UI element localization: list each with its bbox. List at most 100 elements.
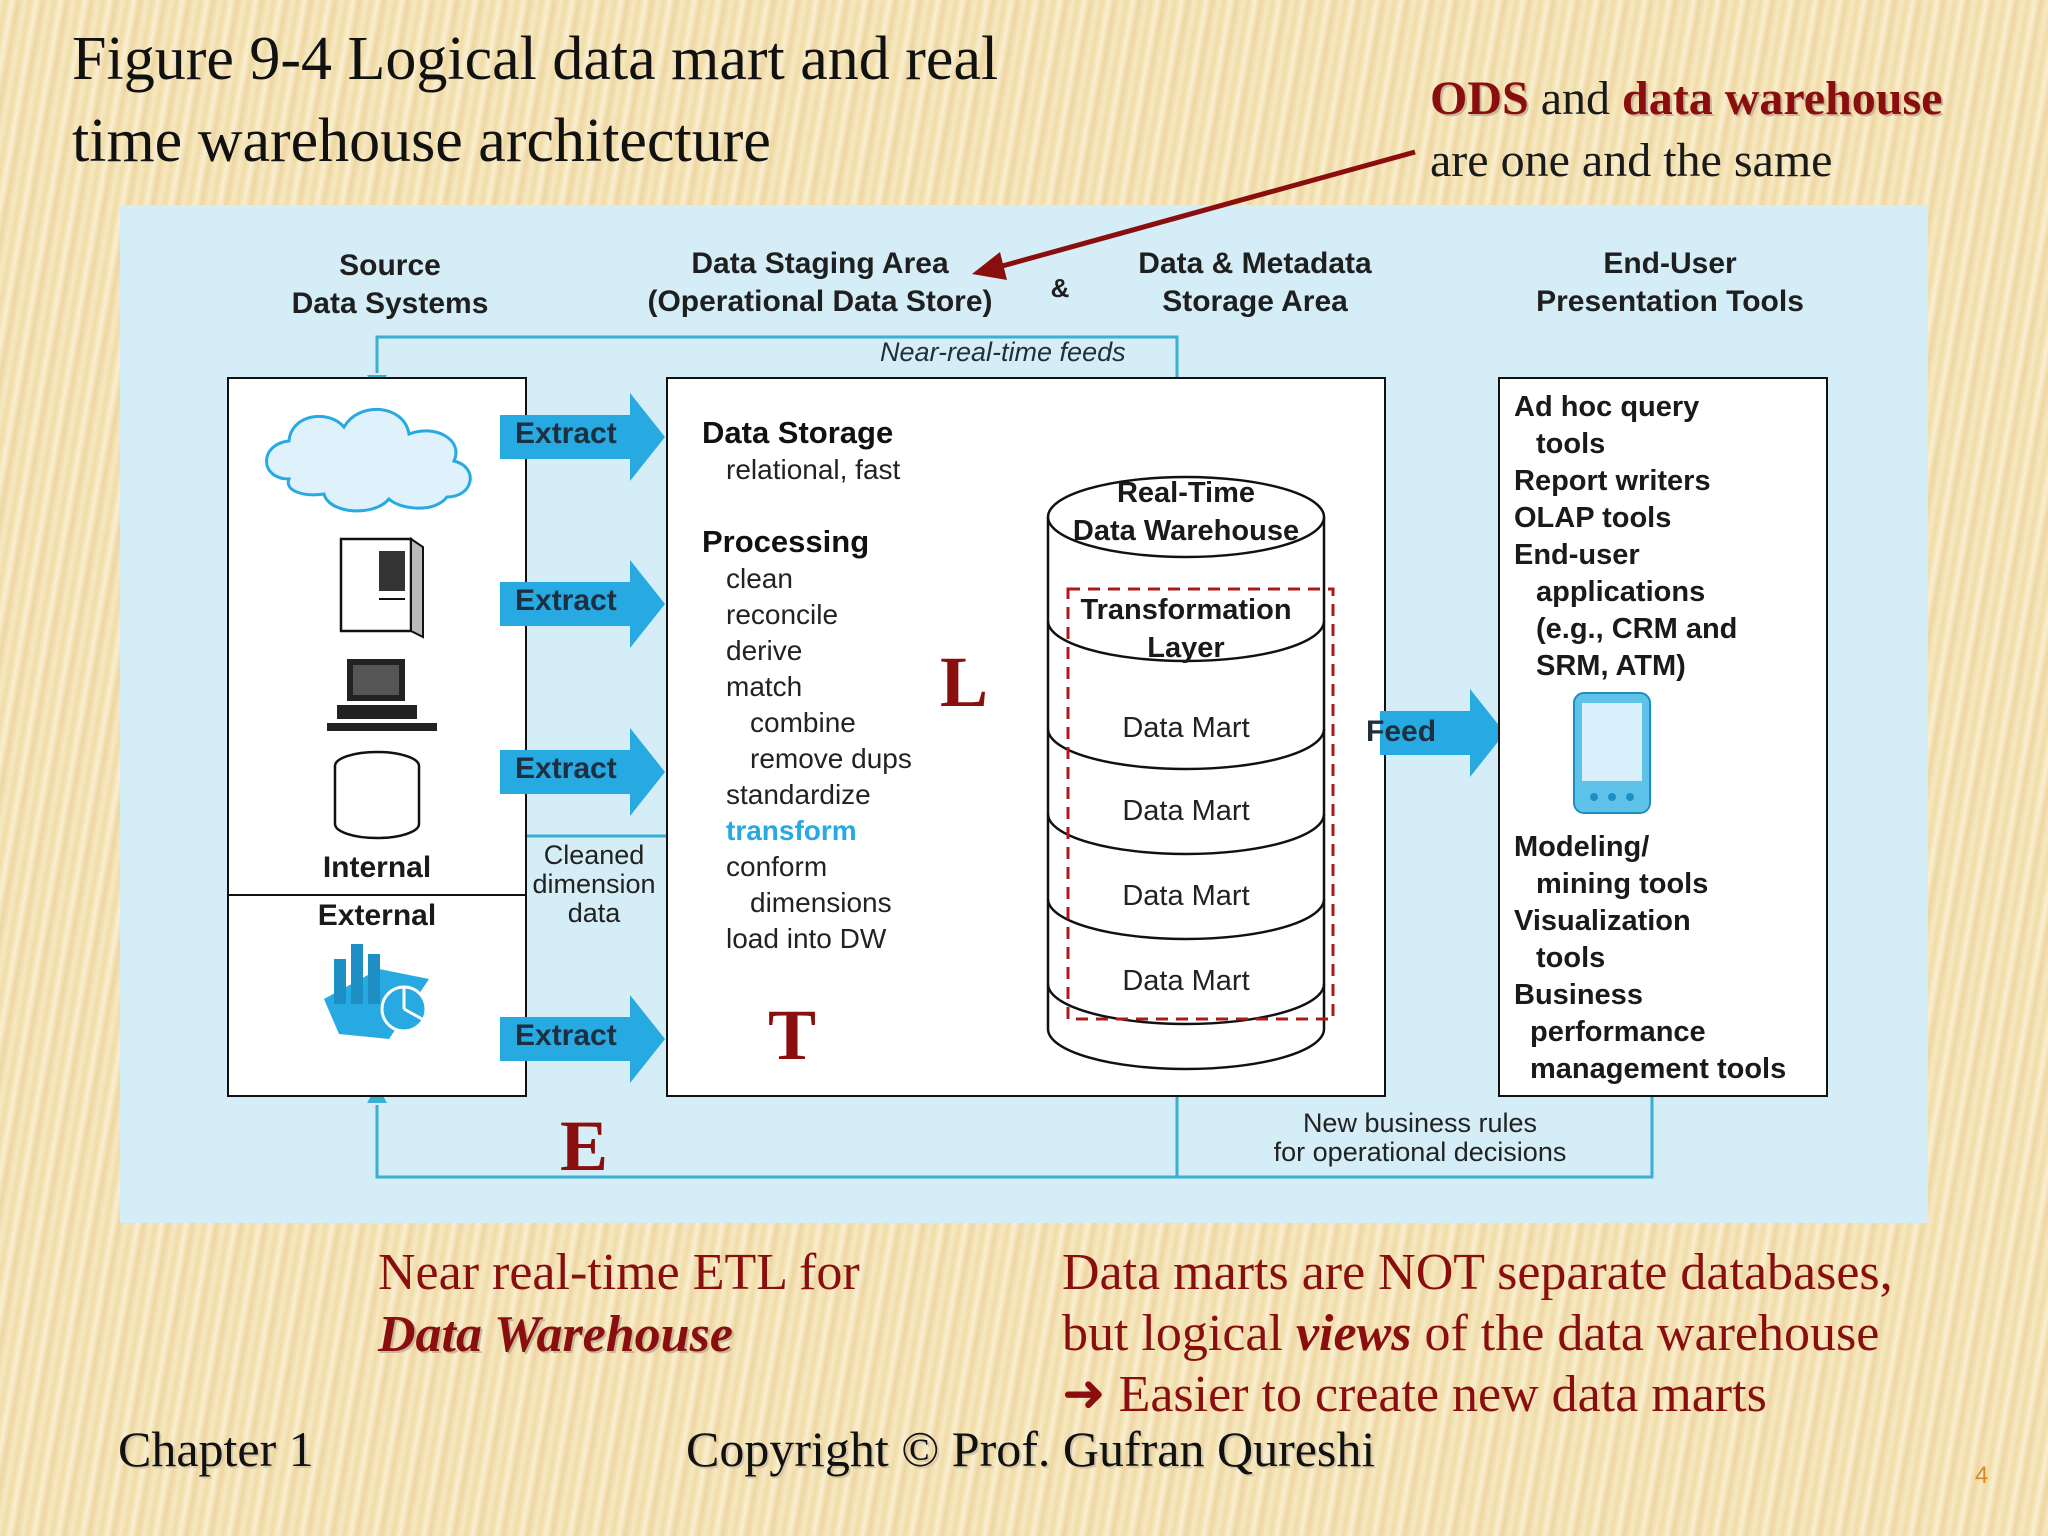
step-derive: derive xyxy=(726,635,803,666)
data-storage-title: Data Storage xyxy=(702,415,894,450)
tool-modeling-2: mining tools xyxy=(1536,868,1709,900)
transformation-label-1: Transformation xyxy=(1080,594,1292,626)
header-source-1: Source xyxy=(339,249,441,282)
cloud-icon xyxy=(265,407,472,513)
header-source-2: Data Systems xyxy=(291,287,489,320)
ods-and: and xyxy=(1528,72,1623,125)
tool-adhoc-2: tools xyxy=(1536,428,1606,460)
logical-marts-boundary xyxy=(1066,587,1335,1021)
header-staging-2: (Operational Data Store) xyxy=(647,285,993,318)
transformation-layer-label: Transformation Layer xyxy=(1048,591,1324,667)
processing-title: Processing xyxy=(702,524,870,559)
staging-panel: Data Storage relational, fast Processing… xyxy=(666,377,1386,1097)
tools-list-2: Modeling/ mining tools Visualization too… xyxy=(1514,829,1786,1088)
etl-note: Near real-time ETL for Data Warehouse xyxy=(378,1242,860,1366)
enduser-panel: Ad hoc query tools Report writers OLAP t… xyxy=(1498,377,1828,1097)
transformation-label-2: Layer xyxy=(1147,632,1225,664)
extract-arrow-2 xyxy=(500,560,665,648)
step-clean: clean xyxy=(726,563,793,594)
data-mart-note-line2a: but logical xyxy=(1062,1305,1296,1362)
realtime-dw-label-1: Real-Time xyxy=(1116,477,1256,509)
step-conform: conform xyxy=(726,851,828,882)
cleaned-label-2: dimension xyxy=(532,869,656,899)
page-number: 4 xyxy=(1975,1462,1989,1489)
cleaned-label-3: data xyxy=(567,898,621,928)
slide-title-line1: Figure 9-4 Logical data mart and real xyxy=(72,25,999,93)
step-standardize: standardize xyxy=(726,779,871,810)
views-term: views xyxy=(1295,1305,1412,1362)
data-mart-1: Data Mart xyxy=(1122,712,1250,744)
data-mart-note-line3: Easier to create new data marts xyxy=(1118,1366,1767,1423)
cleaned-label-1: Cleaned xyxy=(543,840,645,870)
data-mart-2: Data Mart xyxy=(1122,795,1250,827)
etl-letter-t: T xyxy=(768,995,817,1075)
extract-arrow-3 xyxy=(500,728,665,816)
ods-note: ODS and data warehouse are one and the s… xyxy=(1430,68,1942,192)
extract-label-3: Extract xyxy=(515,752,617,785)
header-metadata-2: Storage Area xyxy=(1162,285,1348,318)
source-panel: Internal External xyxy=(227,377,527,1097)
header-enduser-1: End-User xyxy=(1603,247,1737,280)
footer-copyright: Copyright © Prof. Gufran Qureshi xyxy=(686,1421,1376,1477)
server-icon xyxy=(339,537,424,639)
tool-visualization-2: tools xyxy=(1536,942,1606,974)
dw-term: data warehouse xyxy=(1622,72,1943,125)
tool-olap: OLAP tools xyxy=(1514,502,1672,534)
right-arrow-icon: ➜ xyxy=(1062,1366,1119,1423)
tool-report: Report writers xyxy=(1514,465,1711,497)
database-icon xyxy=(333,750,421,840)
tool-adhoc: Ad hoc query xyxy=(1514,391,1700,423)
realtime-dw-label: Real-Time Data Warehouse xyxy=(1048,474,1324,550)
extract-label-2: Extract xyxy=(515,584,617,617)
data-mart-note: Data marts are NOT separate databases, b… xyxy=(1062,1242,1893,1425)
step-dimensions: dimensions xyxy=(750,887,892,918)
step-match: match xyxy=(726,671,803,702)
header-enduser-2: Presentation Tools xyxy=(1536,285,1804,318)
header-source: Source Data Systems xyxy=(240,247,540,323)
near-real-time-feeds-label: Near-real-time feeds xyxy=(880,337,1126,367)
tool-visualization: Visualization xyxy=(1514,905,1691,937)
warehouse-cylinder xyxy=(1046,475,1335,1071)
data-mart-note-line2b: of the data warehouse xyxy=(1411,1305,1880,1362)
tools-list-1: Ad hoc query tools Report writers OLAP t… xyxy=(1514,389,1737,685)
data-mart-3: Data Mart xyxy=(1122,880,1250,912)
tool-enduser-2: applications xyxy=(1536,576,1706,608)
feed-arrow xyxy=(1380,689,1505,777)
extract-label-1: Extract xyxy=(515,417,617,450)
tool-modeling: Modeling/ xyxy=(1514,831,1650,863)
header-staging-1: Data Staging Area xyxy=(691,247,949,280)
ods-term: ODS xyxy=(1430,72,1529,125)
tool-business-2: performance xyxy=(1530,1016,1706,1048)
etl-letter-e: E xyxy=(560,1106,609,1186)
header-staging: Data Staging Area (Operational Data Stor… xyxy=(620,245,1020,321)
feed-label: Feed xyxy=(1366,715,1437,748)
source-icons xyxy=(265,407,472,1039)
cylinder-top xyxy=(1046,475,1326,559)
source-divider xyxy=(229,894,525,896)
tool-business: Business xyxy=(1514,979,1643,1011)
extract-arrows xyxy=(500,393,665,1083)
realtime-dw-label-2: Data Warehouse xyxy=(1072,515,1300,547)
internal-label: Internal xyxy=(322,851,432,884)
etl-note-line1: Near real-time ETL for xyxy=(378,1244,860,1301)
footer-chapter: Chapter 1 xyxy=(118,1421,314,1477)
business-rules-label-2: for operational decisions xyxy=(1273,1137,1567,1167)
step-load-into-dw: load into DW xyxy=(726,923,887,954)
data-mart-4: Data Mart xyxy=(1122,965,1250,997)
header-amp: & xyxy=(1050,273,1070,303)
business-rules-label: New business rules for operational decis… xyxy=(1230,1109,1610,1167)
tool-enduser-4: SRM, ATM) xyxy=(1536,650,1686,682)
external-label: External xyxy=(317,899,437,932)
data-storage-sub: relational, fast xyxy=(726,454,901,485)
header-enduser: End-User Presentation Tools xyxy=(1480,245,1860,321)
data-mart-note-line1: Data marts are NOT separate databases, xyxy=(1062,1244,1893,1301)
slide-title-line2: time warehouse architecture xyxy=(72,107,771,175)
business-rules-label-1: New business rules xyxy=(1302,1108,1538,1138)
architecture-diagram: Source Data Systems Data Staging Area (O… xyxy=(120,205,1928,1223)
etl-note-line2: Data Warehouse xyxy=(378,1306,733,1363)
chart-icon xyxy=(324,944,429,1039)
tool-enduser-3: (e.g., CRM and xyxy=(1536,613,1738,645)
step-combine: combine xyxy=(750,707,856,738)
processing-list: Data Storage relational, fast Processing… xyxy=(702,415,912,957)
extract-arrow-1 xyxy=(500,393,665,481)
